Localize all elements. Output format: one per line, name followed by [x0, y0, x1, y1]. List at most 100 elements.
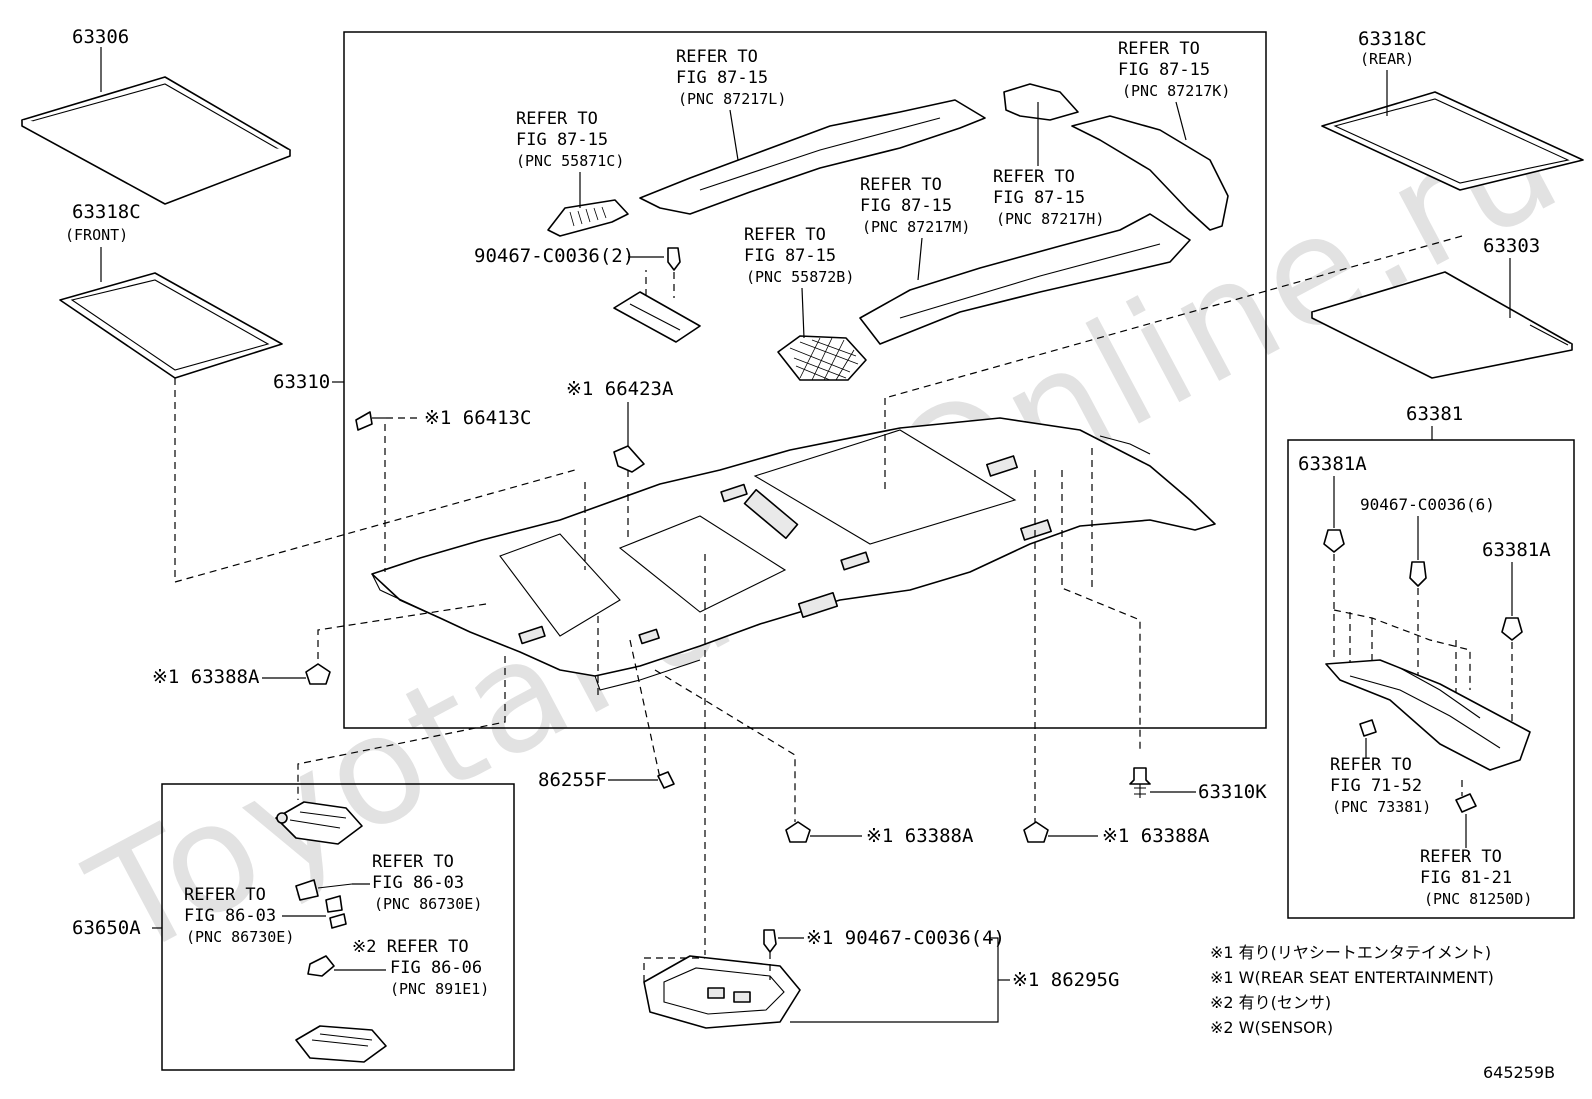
- label-86255f: 86255F: [538, 769, 607, 791]
- dash-63388a-left: [317, 603, 487, 664]
- dash-grip-clips: [1333, 554, 1513, 732]
- part-86730e-switch-b[interactable]: [325, 895, 347, 929]
- part-63318c-front-seal[interactable]: [59, 272, 283, 379]
- part-map-lamp-housing[interactable]: [275, 801, 363, 845]
- ref-87217m-line1: REFER TO: [860, 175, 942, 195]
- part-90467-c0036-clip-6[interactable]: [1409, 561, 1427, 587]
- label-63310k: 63310K: [1198, 781, 1267, 803]
- diagram-id: 645259B: [1483, 1063, 1555, 1082]
- label-front: (FRONT): [65, 226, 128, 244]
- ref-86730e-a-line3: (PNC 86730E): [374, 895, 482, 913]
- dash-63650a: [297, 656, 506, 800]
- ref-55871c-line3: (PNC 55871C): [516, 152, 624, 170]
- part-81250d-cover[interactable]: [1455, 793, 1477, 813]
- part-map-lamp-lens[interactable]: [295, 1025, 387, 1063]
- part-66423a-clip[interactable]: [613, 445, 645, 473]
- part-73381-clip[interactable]: [1359, 719, 1377, 737]
- ref-86730e-a-line1: REFER TO: [372, 852, 454, 872]
- label-90467-c0036-2: 90467-C0036(2): [474, 245, 634, 267]
- part-63381a-left-clip[interactable]: [1323, 529, 1345, 553]
- part-63388a-right-clip[interactable]: [1023, 821, 1049, 843]
- ref-87217l-line2: FIG 87-15: [676, 68, 768, 88]
- label-63306: 63306: [72, 26, 129, 48]
- note-2-jp: ※2 有り(センサ): [1210, 993, 1331, 1012]
- label-90467-c0036-6: 90467-C0036(6): [1360, 495, 1495, 514]
- label-63388a-mid: ※1 63388A: [866, 825, 974, 847]
- bracket-86295g: [790, 937, 999, 1023]
- ref-55872b-line3: (PNC 55872B): [746, 268, 854, 286]
- ref-87217k-line2: FIG 87-15: [1118, 60, 1210, 80]
- part-87217k-duct-upper[interactable]: [1003, 83, 1229, 231]
- part-86255f-clip[interactable]: [657, 771, 675, 789]
- ref-891e1-line2: FIG 86-06: [390, 958, 482, 978]
- leader-87217l: [729, 109, 739, 161]
- part-86295g-console[interactable]: [643, 955, 801, 1029]
- ref-87217m-line3: (PNC 87217M): [862, 218, 970, 236]
- part-87217m-duct[interactable]: [859, 213, 1191, 345]
- label-86295g: ※1 86295G: [1012, 969, 1119, 991]
- ref-81250d-line3: (PNC 81250D): [1424, 890, 1532, 908]
- dash-63303: [884, 235, 1463, 399]
- part-86730e-switch-a[interactable]: [295, 879, 353, 901]
- part-63310-headliner[interactable]: [371, 417, 1216, 691]
- ref-55871c-line1: REFER TO: [516, 109, 598, 129]
- ref-86730e-b-line2: FIG 86-03: [184, 906, 276, 926]
- ref-73381-line2: FIG 71-52: [1330, 776, 1422, 796]
- label-63318c-rear: 63318C: [1358, 28, 1427, 50]
- label-63381a-left: 63381A: [1298, 453, 1367, 475]
- ref-87217k-line1: REFER TO: [1118, 39, 1200, 59]
- ref-87217l-line3: (PNC 87217L): [678, 90, 786, 108]
- ref-891e1-line1: ※2 REFER TO: [352, 937, 469, 957]
- part-90467-c0036-clip-4[interactable]: [763, 929, 777, 953]
- ref-81250d-line2: FIG 81-21: [1420, 868, 1512, 888]
- part-90467-c0036-clip-2[interactable]: [667, 247, 681, 271]
- part-66413c-clip[interactable]: [355, 411, 373, 431]
- part-63388a-left-clip[interactable]: [305, 663, 331, 685]
- label-63650a: 63650A: [72, 917, 141, 939]
- label-63381a-right: 63381A: [1482, 539, 1551, 561]
- part-63310k-screw[interactable]: [1129, 767, 1151, 798]
- leader-87217k: [1175, 101, 1187, 141]
- note-2-en: ※2 W(SENSOR): [1210, 1018, 1333, 1037]
- dash-63318c-front: [174, 378, 576, 583]
- map-lamp-assembly-frame: [161, 783, 515, 1071]
- ref-87217h-line1: REFER TO: [993, 167, 1075, 187]
- label-90467-c0036-4: ※1 90467-C0036(4): [806, 927, 1005, 949]
- part-63388a-mid-clip[interactable]: [785, 821, 811, 843]
- ref-87217h-line2: FIG 87-15: [993, 188, 1085, 208]
- ref-81250d-line1: REFER TO: [1420, 847, 1502, 867]
- part-63303-rear-sunshade[interactable]: [1311, 271, 1573, 379]
- ref-87217l-line1: REFER TO: [676, 47, 758, 67]
- part-63381-assist-grip[interactable]: [1325, 659, 1531, 771]
- label-63388a-left: ※1 63388A: [152, 666, 260, 688]
- label-66423a: ※1 66423A: [566, 378, 674, 400]
- main-assembly-frame: [343, 31, 1267, 729]
- leader-87217m: [917, 237, 923, 281]
- dash-63310k: [1061, 470, 1141, 752]
- label-63318c-front: 63318C: [72, 201, 141, 223]
- ref-891e1-line3: (PNC 891E1): [390, 980, 489, 998]
- ref-55871c-line2: FIG 87-15: [516, 130, 608, 150]
- label-63388a-right: ※1 63388A: [1102, 825, 1210, 847]
- label-63381: 63381: [1406, 403, 1463, 425]
- ref-87217m-line2: FIG 87-15: [860, 196, 952, 216]
- part-63381a-right-clip[interactable]: [1501, 617, 1523, 641]
- dash-grip-outline: [1333, 609, 1471, 690]
- part-55872b-grille[interactable]: [777, 335, 867, 381]
- part-63306-sunshade[interactable]: [21, 76, 291, 205]
- part-55871c-duct[interactable]: [547, 199, 629, 237]
- ref-86730e-b-line3: (PNC 86730E): [186, 928, 294, 946]
- part-63318c-rear-seal[interactable]: [1321, 91, 1584, 191]
- part-assist-bracket-top[interactable]: [613, 291, 701, 343]
- ref-73381-line3: (PNC 73381): [1332, 798, 1431, 816]
- leader-55872b: [801, 287, 805, 339]
- label-rear: (REAR): [1360, 50, 1414, 68]
- dash-63388a-mid: [654, 669, 796, 822]
- note-1-en: ※1 W(REAR SEAT ENTERTAINMENT): [1210, 968, 1494, 987]
- part-891e1-sensor[interactable]: [307, 955, 335, 977]
- ref-86730e-a-line2: FIG 86-03: [372, 873, 464, 893]
- assist-grip-assembly-frame: [1287, 439, 1575, 919]
- part-87217l-duct[interactable]: [639, 99, 986, 215]
- label-63303: 63303: [1483, 235, 1540, 257]
